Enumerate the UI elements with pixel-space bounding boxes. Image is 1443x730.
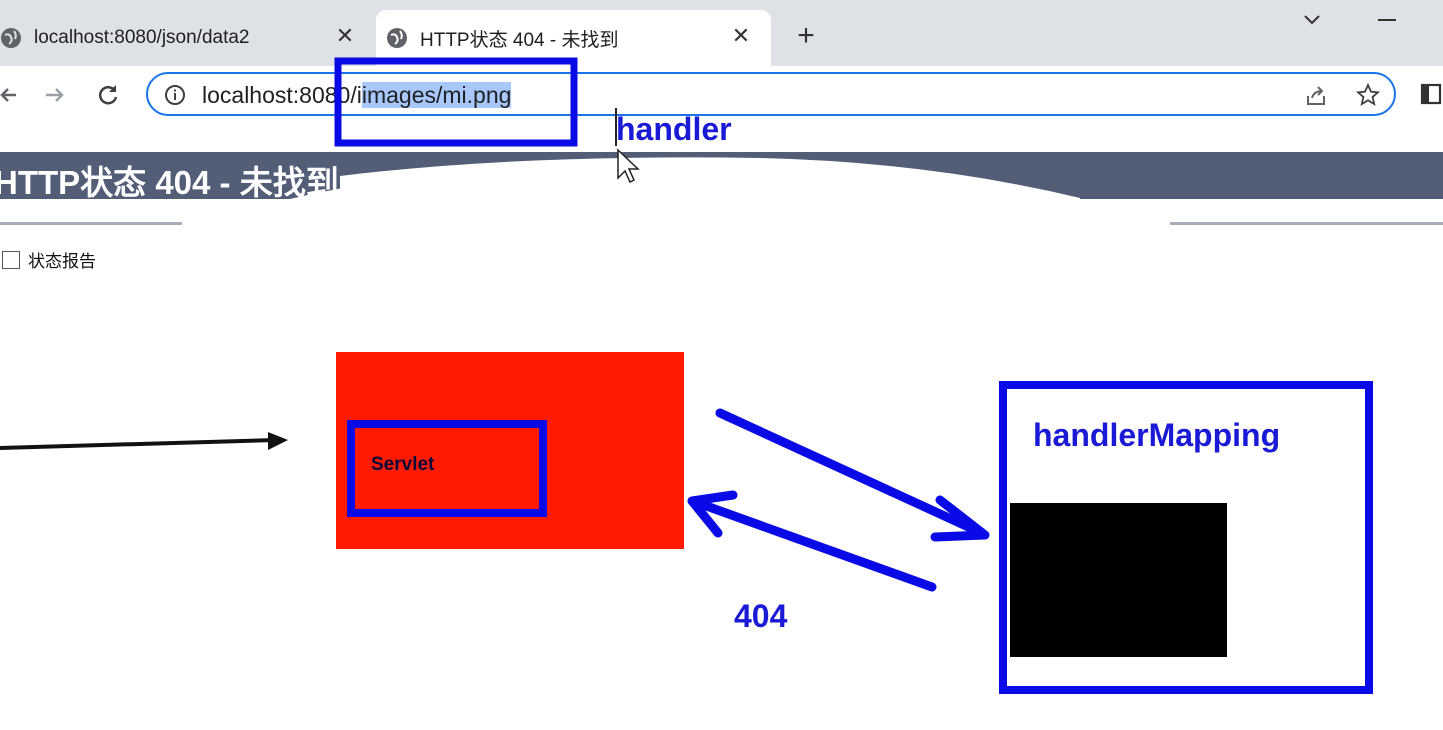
servlet-label: Servlet [371, 454, 435, 475]
globe-icon [387, 28, 407, 48]
divider-left [0, 222, 182, 225]
divider-right [1170, 222, 1443, 225]
request-arrow [0, 438, 277, 450]
status-report-line: 状态报告 [0, 247, 96, 272]
url-hidden: 80/i [324, 82, 362, 108]
close-icon[interactable]: ✕ [335, 23, 355, 48]
status-report-text: 状态报告 [28, 252, 96, 271]
servlet-inner-box [347, 420, 547, 517]
request-arrow-head [268, 432, 288, 450]
close-icon[interactable]: ✕ [731, 23, 751, 48]
servlet-block [336, 352, 684, 549]
mouse-cursor-icon [617, 148, 640, 184]
arrow-to-mapping-head [930, 495, 990, 542]
star-icon[interactable] [1356, 83, 1380, 107]
url-prefix: localhost:80 [202, 82, 325, 108]
code-404-label: 404 [734, 598, 788, 634]
minimize-icon[interactable] [1378, 19, 1396, 21]
image-placeholder-icon [2, 250, 20, 269]
forward-icon[interactable] [40, 80, 70, 110]
tab-strip: localhost:8080/json/data2 ✕ HTTP状态 404 -… [0, 0, 1443, 66]
browser-toolbar: localhost:8080/iimages/mi.png [0, 66, 1443, 124]
annotation-curve [270, 157, 1080, 204]
handler-label: handler [616, 111, 732, 147]
tab-title: HTTP状态 404 - 未找到 [420, 29, 619, 51]
reload-icon[interactable] [93, 80, 123, 110]
arrow-to-servlet [693, 498, 937, 592]
handler-mapping-label: handlerMapping [1033, 417, 1280, 453]
page-content: HTTP状态 404 - 未找到 状态报告 [0, 124, 1443, 730]
mapping-black-block [1010, 503, 1227, 657]
handler-mapping-box [999, 381, 1373, 694]
globe-icon [1, 28, 21, 48]
side-panel-icon[interactable] [1420, 83, 1442, 105]
arrow-to-mapping [715, 408, 980, 535]
tab-http-404[interactable]: HTTP状态 404 - 未找到 ✕ [376, 10, 771, 66]
chevron-down-icon[interactable] [1300, 8, 1324, 32]
arrow-to-servlet-head [687, 490, 738, 538]
url-text[interactable]: localhost:8080/iimages/mi.png [202, 82, 512, 109]
new-tab-button[interactable]: + [797, 19, 815, 52]
info-icon[interactable] [164, 84, 186, 106]
back-icon[interactable] [0, 80, 24, 110]
address-bar[interactable]: localhost:8080/iimages/mi.png [146, 72, 1396, 116]
tab-title: localhost:8080/json/data2 [34, 27, 250, 48]
url-selection: images/mi.png [361, 82, 512, 108]
error-title: HTTP状态 404 - 未找到 [0, 164, 339, 201]
tab-localhost-json[interactable]: localhost:8080/json/data2 ✕ [0, 10, 375, 66]
url-highlight-box [334, 57, 578, 147]
share-icon[interactable] [1304, 84, 1328, 108]
